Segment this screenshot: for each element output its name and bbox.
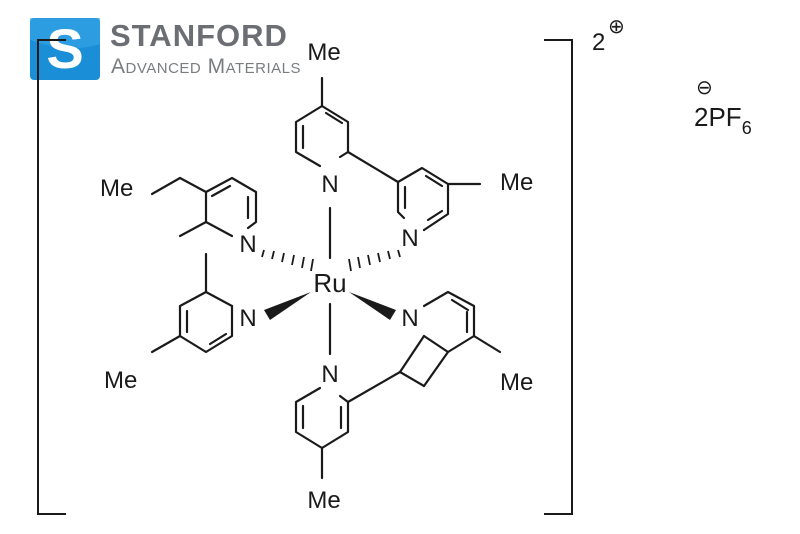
counterion-subscript: 6 xyxy=(742,118,752,138)
pyridine-ring-bottom xyxy=(294,370,402,480)
left-bracket xyxy=(37,39,66,515)
right-bracket xyxy=(544,39,573,515)
nitrogen-top-a: N xyxy=(321,171,338,198)
pyridine-ring-right-upper xyxy=(422,290,502,354)
bond-biaryl-right xyxy=(398,334,426,374)
wedge-bond-right xyxy=(349,292,396,320)
counterion-formula: 2PF6 xyxy=(694,102,752,138)
hashed-bond-left xyxy=(261,249,314,272)
nitrogen-bottom: N xyxy=(321,361,338,388)
methyl-group-bottom: Me xyxy=(307,487,340,514)
pyridine-ring-top-right xyxy=(346,150,482,232)
logo-tagline: Advanced Materials xyxy=(111,55,301,78)
charge-sign: ⊕ xyxy=(608,16,625,38)
methyl-group-left-upper: Me xyxy=(100,175,133,202)
charge-count: 2 xyxy=(592,29,605,56)
svg-text:S: S xyxy=(46,18,83,80)
nitrogen-left-upper: N xyxy=(239,231,256,258)
methyl-group-top: Me xyxy=(307,39,340,66)
nitrogen-right-upper: N xyxy=(401,305,418,332)
counterion-sign: ⊖ xyxy=(696,77,713,99)
nitrogen-left-lower: N xyxy=(239,305,256,332)
metal-atom: Ru xyxy=(313,268,346,298)
s-shield-icon: S xyxy=(30,18,100,80)
bond-ring-link-right xyxy=(398,370,426,388)
nitrogen-top-b: N xyxy=(401,225,418,252)
company-logo: S STANFORD Advanced Materials xyxy=(30,18,390,80)
methyl-group-top-right: Me xyxy=(500,169,533,196)
bond-ring-link-right-2 xyxy=(422,350,450,388)
counterion-coefficient: 2 xyxy=(694,102,708,132)
hashed-bond-right xyxy=(348,249,401,272)
counterion-element: PF xyxy=(708,102,741,132)
pyridine-ring-left-upper xyxy=(150,176,258,238)
methyl-group-left-lower: Me xyxy=(104,367,137,394)
pyridine-ring-left-lower xyxy=(150,252,234,354)
logo-brand-name: STANFORD xyxy=(110,18,288,53)
wedge-bond-left xyxy=(264,292,311,320)
pyridine-ring-top xyxy=(294,76,350,168)
methyl-group-right-lower: Me xyxy=(500,369,533,396)
